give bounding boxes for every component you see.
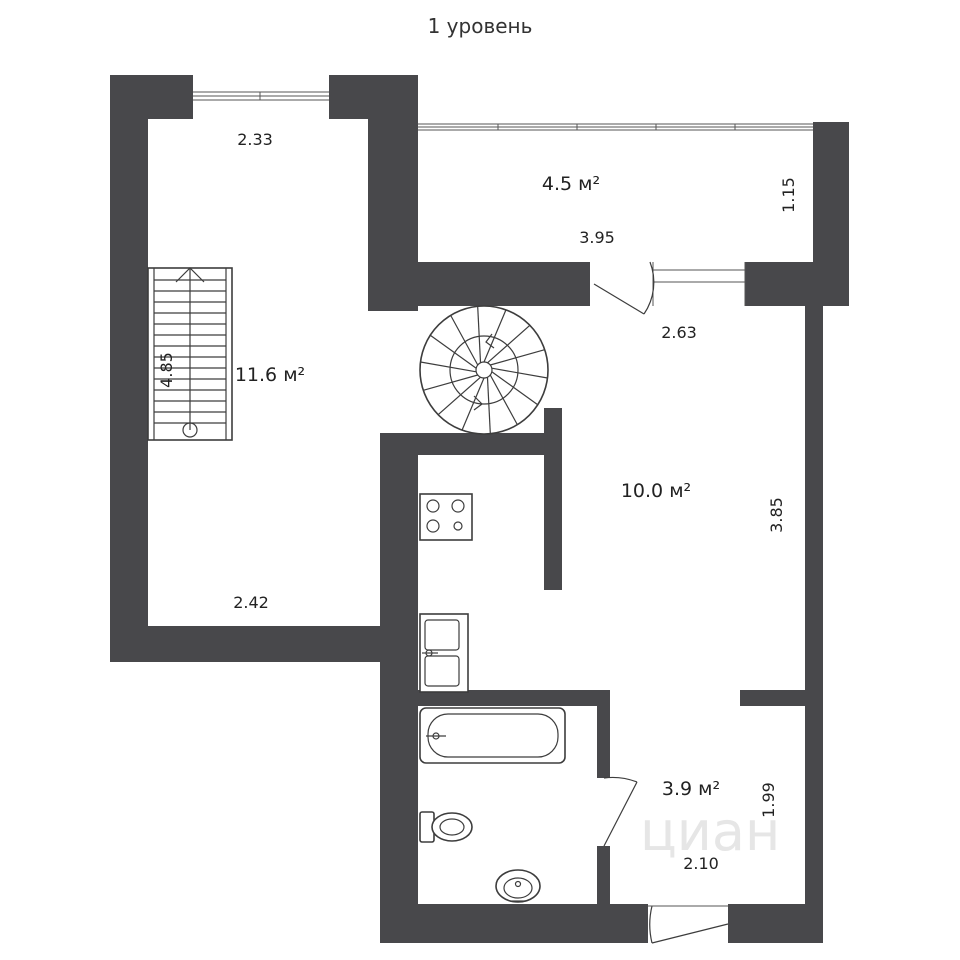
wall-spiral-bottom [418, 433, 544, 455]
wall-balcony-bottom-left [380, 262, 590, 306]
area-balcony: 4.5 м² [542, 173, 600, 195]
sink-icon [419, 613, 469, 693]
area-central-room: 10.0 м² [621, 480, 691, 502]
room-hall: 3.9 м² 2.10 1.99 [662, 778, 778, 873]
window-left-room [193, 91, 329, 101]
area-hall: 3.9 м² [662, 778, 720, 800]
wall-left-room-right-upper [368, 75, 380, 311]
wall-left-room-bottom [110, 626, 418, 662]
wall-hall-top-right [740, 690, 805, 706]
wall-balcony-bottom-right [745, 262, 849, 306]
wall-central-partition [544, 408, 562, 590]
wall-right [805, 306, 823, 943]
stove-icon [419, 493, 473, 541]
dim-hall-height: 1.99 [759, 782, 778, 818]
toilet-icon [419, 811, 473, 843]
bathroom-door [603, 776, 638, 847]
wall-kitchen-left [380, 433, 418, 943]
wall-bath-top [418, 690, 610, 706]
room-central: 2.63 10.0 м² 3.85 [621, 323, 786, 533]
wall-bath-right-lower [597, 846, 610, 904]
bathtub-icon [419, 707, 566, 764]
wall-bottom-left [380, 904, 648, 943]
walls [110, 75, 849, 943]
wall-left-outer [110, 75, 148, 662]
window-balcony [418, 123, 813, 131]
dim-left-room-bottom: 2.42 [233, 593, 269, 612]
dim-balcony-height: 1.15 [779, 177, 798, 213]
wall-bath-right-upper [597, 706, 610, 778]
washbasin-icon [495, 869, 541, 903]
balcony-door [593, 261, 655, 315]
balcony-door-window [652, 262, 746, 306]
wall-top-left [110, 75, 193, 119]
dim-balcony-width: 3.95 [579, 228, 615, 247]
straight-stairs-icon [147, 267, 233, 441]
dim-left-room-height: 4.85 [157, 352, 176, 388]
watermark-logo: циан [640, 800, 780, 863]
dim-hall-width: 2.10 [683, 854, 719, 873]
spiral-stairs-icon [419, 305, 549, 435]
wall-bottom-right [728, 904, 823, 943]
dim-left-room-top: 2.33 [237, 130, 273, 149]
area-left-room: 11.6 м² [235, 364, 305, 386]
dim-central-width: 2.63 [661, 323, 697, 342]
room-balcony: 4.5 м² 3.95 1.15 [542, 173, 798, 247]
room-left: 2.33 11.6 м² 4.85 2.42 [157, 130, 305, 612]
entrance-door [648, 905, 729, 944]
plan-title: 1 уровень [427, 14, 533, 38]
dim-central-height: 3.85 [767, 497, 786, 533]
